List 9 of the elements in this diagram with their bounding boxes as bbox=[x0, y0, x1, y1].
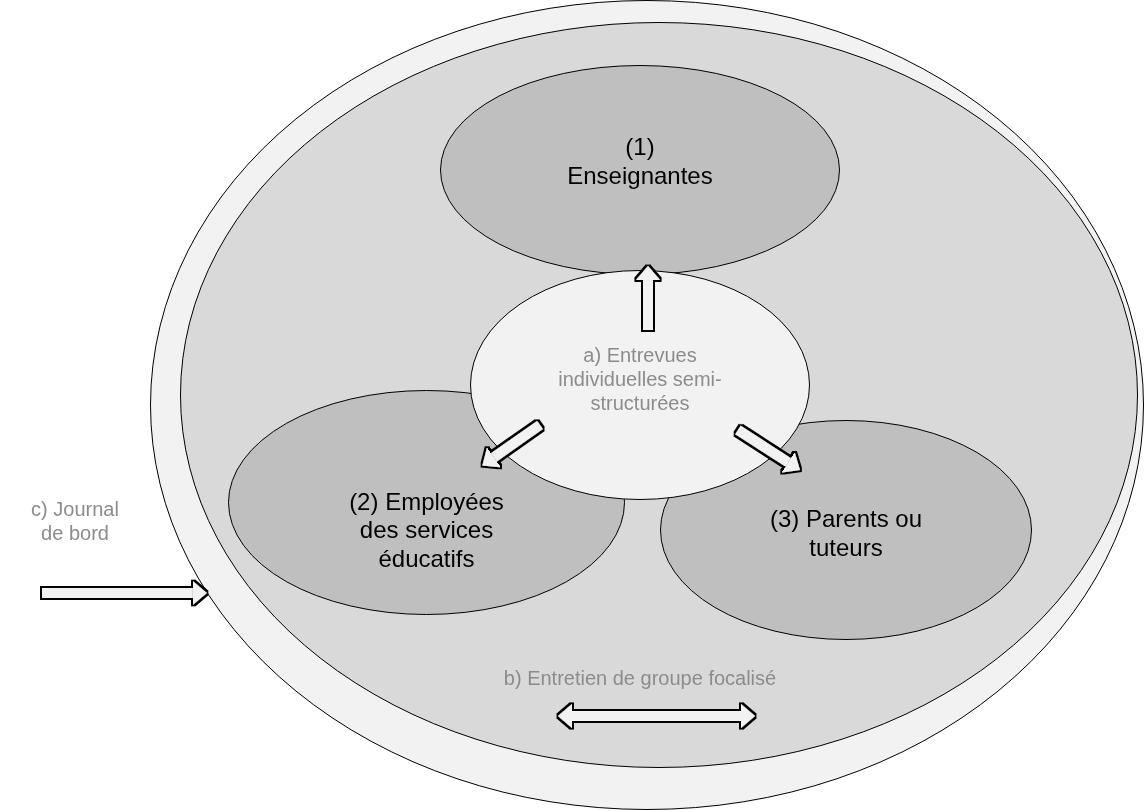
block-arrow bbox=[42, 581, 207, 605]
ellipse-node bbox=[440, 65, 840, 275]
ellipse-node bbox=[660, 420, 1032, 640]
node-label: a) Entrevues individuelles semi-structurées bbox=[557, 343, 723, 415]
node-label: b) Entretien de groupe focalisé bbox=[502, 666, 778, 690]
node-label: (2) Employées des services éducatifs bbox=[348, 487, 505, 574]
node-label: (1) Enseignantes bbox=[566, 133, 714, 191]
node-label: (3) Parents ou tuteurs bbox=[768, 505, 924, 563]
edge-label: c) Journal de bord bbox=[30, 497, 120, 545]
